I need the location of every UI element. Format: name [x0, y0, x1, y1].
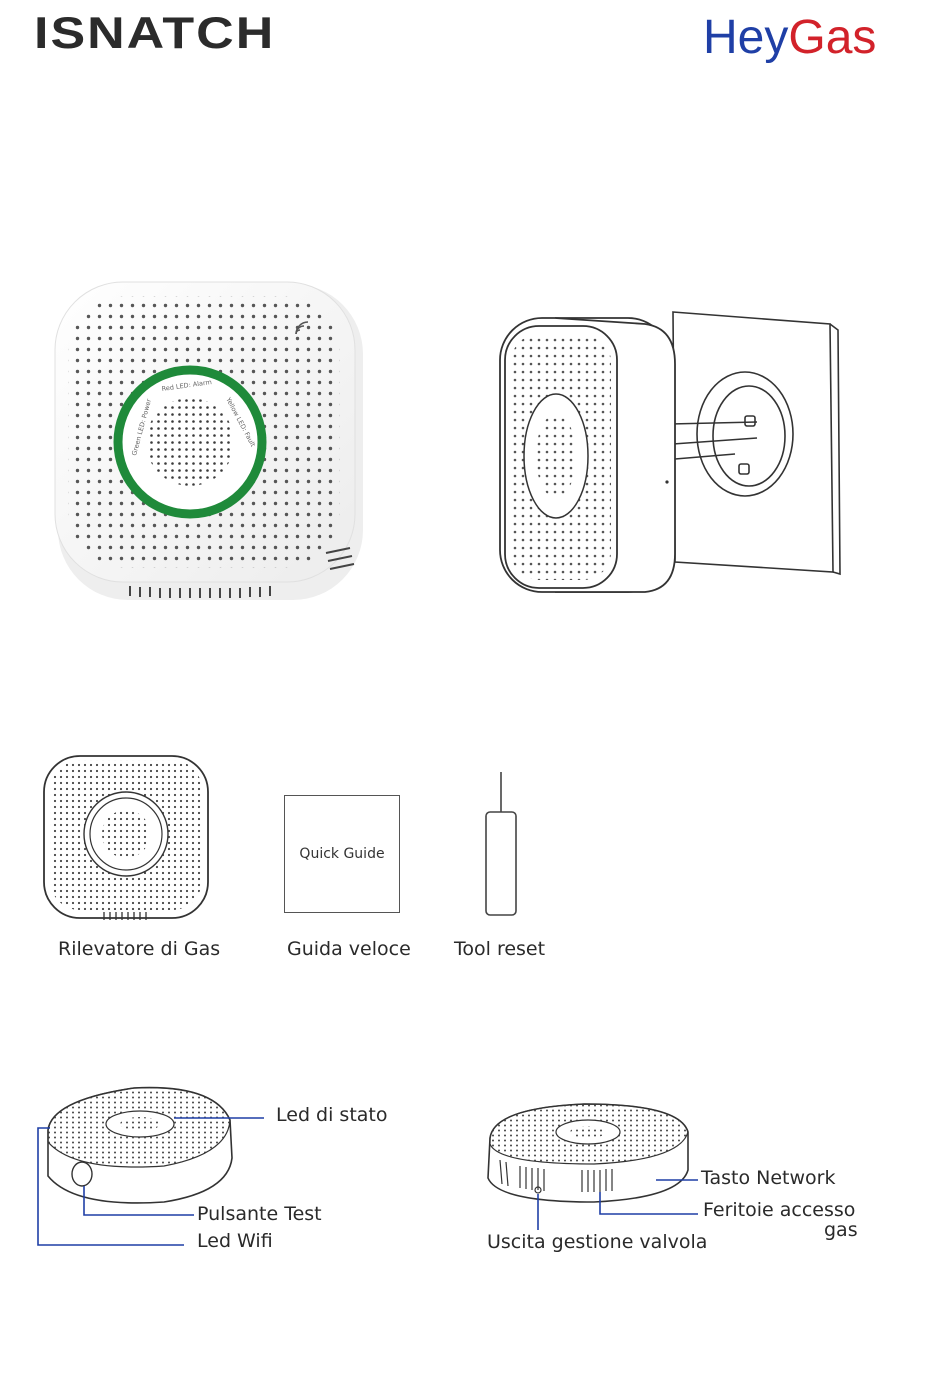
- heygas-logo: HeyGas: [703, 10, 876, 65]
- box-item-gas-detector-illustration: [40, 750, 212, 925]
- callout-gas-vents-line1: Feritoie accesso: [703, 1199, 855, 1221]
- quick-guide-cover-text: Quick Guide: [299, 846, 384, 862]
- box-item-label-gas-detector: Rilevatore di Gas: [58, 938, 220, 960]
- device-diagram-right: [484, 1098, 704, 1234]
- gas-detector-wall-socket-illustration: [495, 304, 845, 599]
- isnatch-logo: ISNATCH: [34, 8, 275, 59]
- heygas-logo-gas: Gas: [788, 11, 876, 64]
- box-item-reset-tool-illustration: [482, 770, 522, 918]
- gas-detector-front-illustration: Green LED: Power Red LED: Alarm Yellow L…: [50, 278, 370, 608]
- callout-gas-vents-line2: gas: [824, 1219, 858, 1241]
- box-item-quick-guide-illustration: Quick Guide: [284, 795, 400, 913]
- callout-wifi-led: Led Wifi: [197, 1230, 273, 1252]
- box-item-label-reset-tool: Tool reset: [454, 938, 545, 960]
- callout-valve-output: Uscita gestione valvola: [487, 1231, 707, 1253]
- callout-test-button: Pulsante Test: [197, 1203, 322, 1225]
- box-item-label-quick-guide: Guida veloce: [287, 938, 411, 960]
- callout-network-button: Tasto Network: [701, 1167, 835, 1189]
- callout-led-status: Led di stato: [276, 1104, 388, 1126]
- heygas-logo-hey: Hey: [703, 11, 788, 64]
